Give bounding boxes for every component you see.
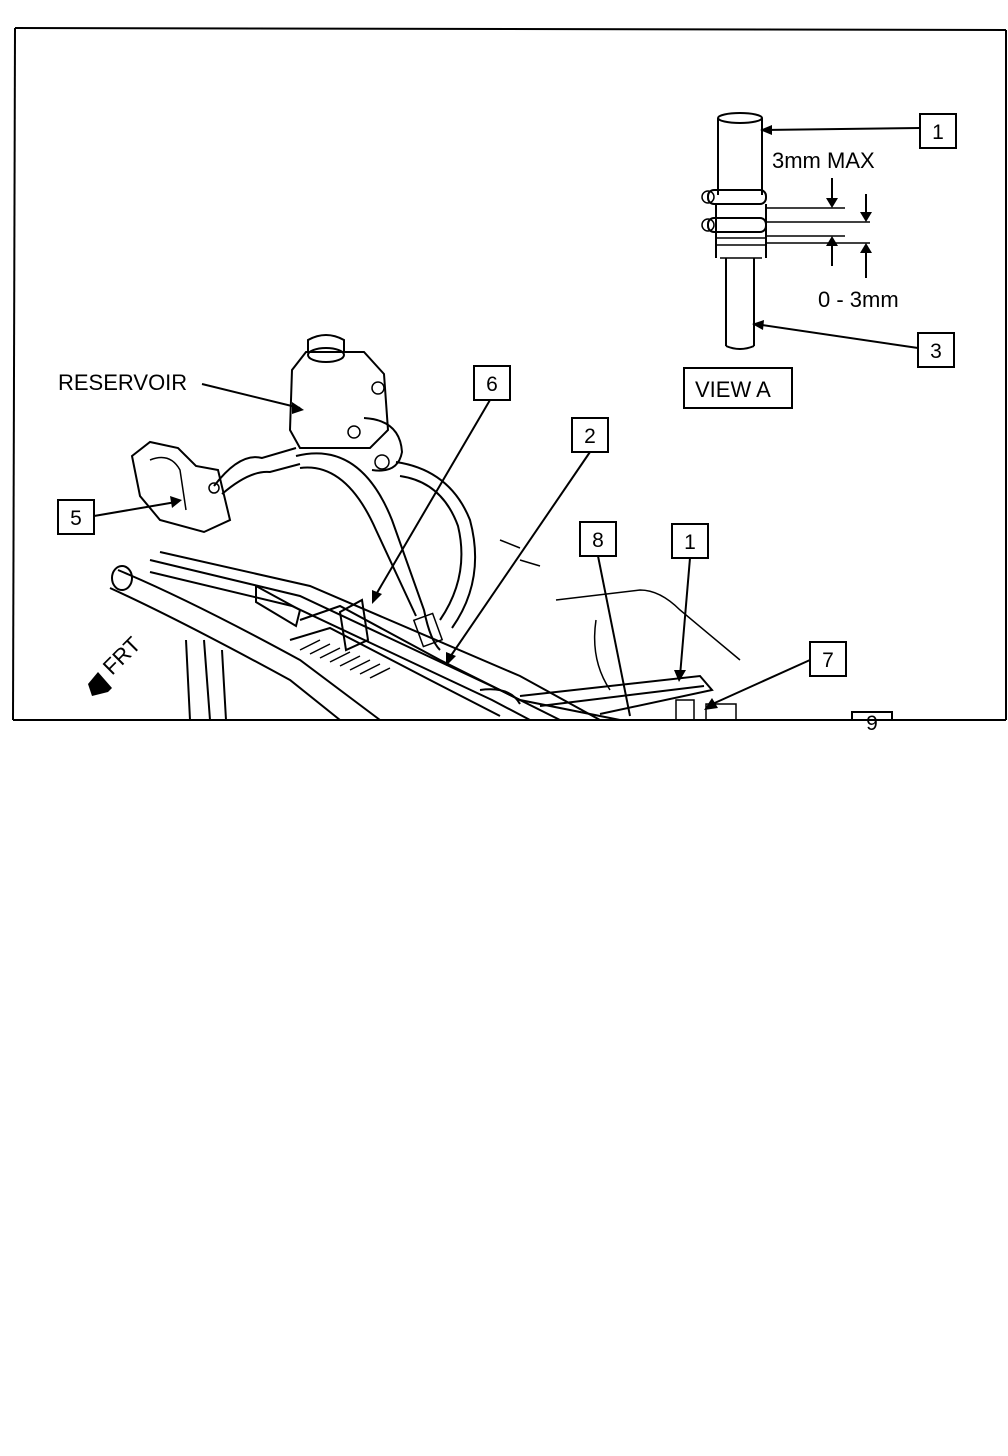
callout-3-label: 3 (930, 340, 942, 363)
callout-1-top-label: 1 (932, 121, 944, 144)
callout-partial-label: 9 (866, 712, 878, 735)
callout-partial: 9 (851, 711, 893, 735)
front-label: FRT (98, 632, 146, 680)
front-arrow-icon (88, 672, 112, 696)
dimension-max-label: 3mm MAX (772, 148, 875, 173)
callout-2-label: 2 (584, 425, 596, 448)
callout-7-label: 7 (822, 649, 834, 672)
reservoir-label: RESERVOIR (58, 370, 187, 395)
callout-1-lower-label: 1 (684, 531, 696, 554)
reservoir-leader (201, 383, 301, 409)
callout-8-label: 8 (592, 529, 604, 552)
callout-2: 2 (446, 417, 609, 666)
figure-frame (12, 27, 1007, 721)
callout-3: 3 (917, 332, 955, 368)
callout-1-lower: 1 (671, 523, 709, 682)
hoses (213, 447, 477, 651)
callout-1-top: 1 (919, 113, 957, 149)
steering-rack-and-lines (109, 539, 741, 721)
callout-7: 7 (704, 641, 847, 710)
callout-5: 5 (57, 496, 182, 535)
component-5-housing (130, 440, 232, 534)
front-direction-indicator: FRT (88, 632, 145, 696)
view-a-label: VIEW A (695, 377, 771, 402)
callout-6: 6 (372, 365, 511, 604)
view-a-detail: 3mm MAX 0 - 3mm VIEW A (683, 112, 921, 409)
dimension-range-label: 0 - 3mm (818, 287, 899, 312)
callout-5-label: 5 (70, 507, 82, 530)
callout-8: 8 (579, 521, 631, 717)
reservoir-pump (288, 334, 404, 472)
callout-6-label: 6 (486, 373, 498, 396)
